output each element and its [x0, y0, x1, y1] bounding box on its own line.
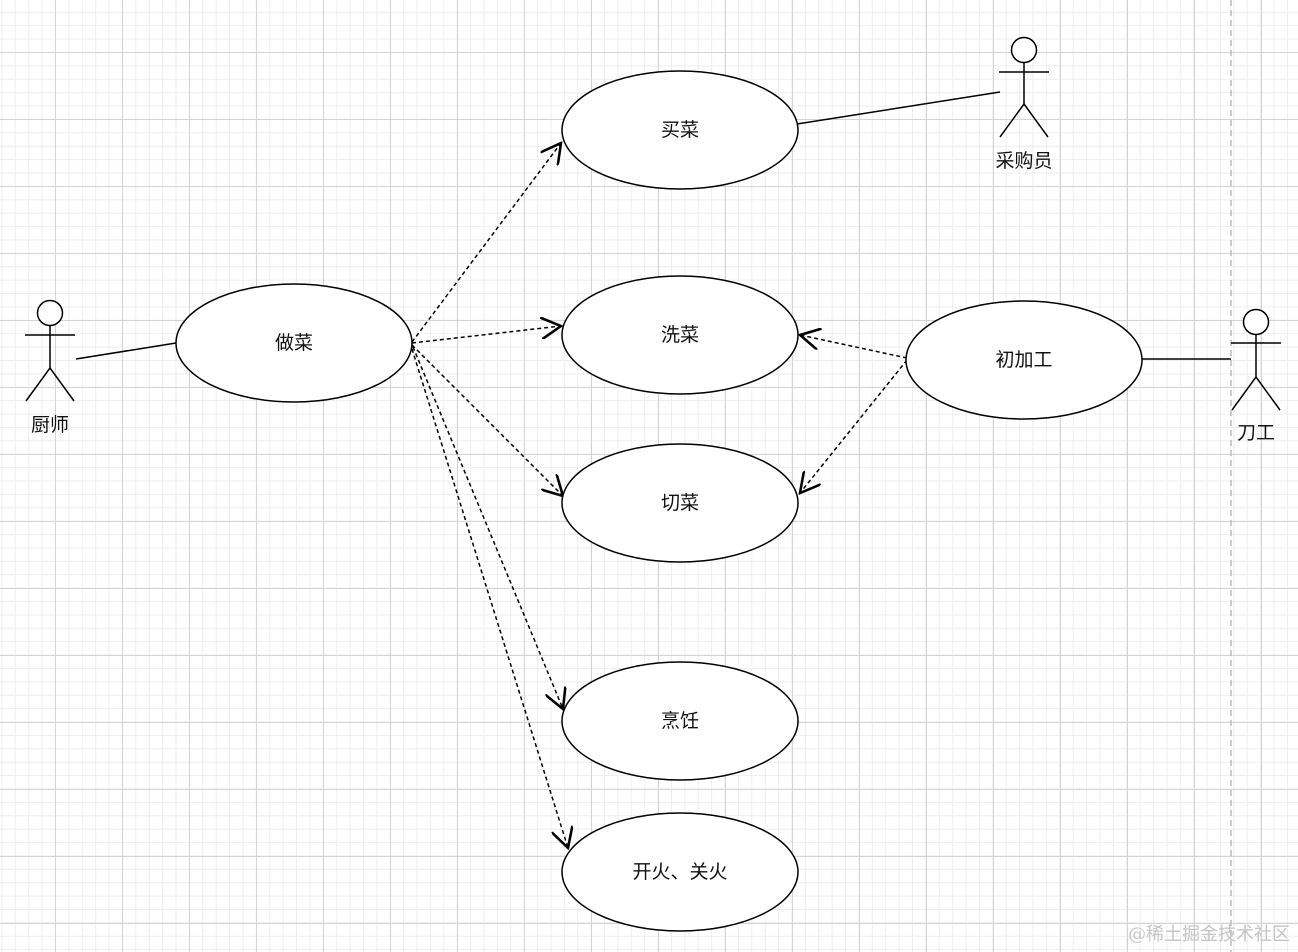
actor-knife-head-icon [1242, 308, 1270, 336]
actor-chef[interactable] [25, 299, 75, 402]
actor-buyer-head-icon [1010, 36, 1038, 64]
usecase-cut[interactable] [561, 443, 799, 563]
usecase-buy-label: 买菜 [661, 119, 699, 141]
usecase-fire-label: 开火、关火 [632, 861, 727, 883]
watermark-text: @稀土掘金技术社区 [1128, 924, 1290, 945]
dep-cook-boil [412, 346, 563, 709]
assoc-buyer-buy [796, 91, 1001, 125]
actor-knife[interactable] [1231, 308, 1281, 411]
actor-chef-head-icon [36, 299, 64, 327]
usecase-wash-label: 洗菜 [661, 324, 699, 346]
actor-knife-label: 刀工 [1237, 422, 1275, 444]
usecase-prep-label: 初加工 [995, 349, 1052, 371]
usecase-fire[interactable] [561, 812, 799, 932]
usecase-wash[interactable] [561, 275, 799, 395]
actor-chef-label: 厨师 [31, 414, 69, 436]
dep-cook-cut [411, 344, 563, 496]
usecase-cut-label: 切菜 [661, 492, 699, 514]
actor-buyer[interactable] [999, 36, 1049, 138]
dep-cook-buy [411, 143, 561, 343]
dep-cook-wash [411, 326, 561, 344]
usecase-cook[interactable] [175, 283, 413, 403]
usecase-cook-label: 做菜 [275, 332, 313, 354]
usecase-boil[interactable] [561, 661, 799, 781]
usecase-prep[interactable] [905, 300, 1143, 420]
usecase-buy[interactable] [561, 70, 799, 190]
dep-prep-wash [800, 335, 908, 359]
dep-cook-fire [411, 348, 568, 848]
assoc-chef-cook [75, 342, 177, 360]
usecase-boil-label: 烹饪 [661, 710, 699, 732]
dep-prep-cut [800, 359, 908, 493]
actor-buyer-label: 采购员 [995, 150, 1052, 172]
